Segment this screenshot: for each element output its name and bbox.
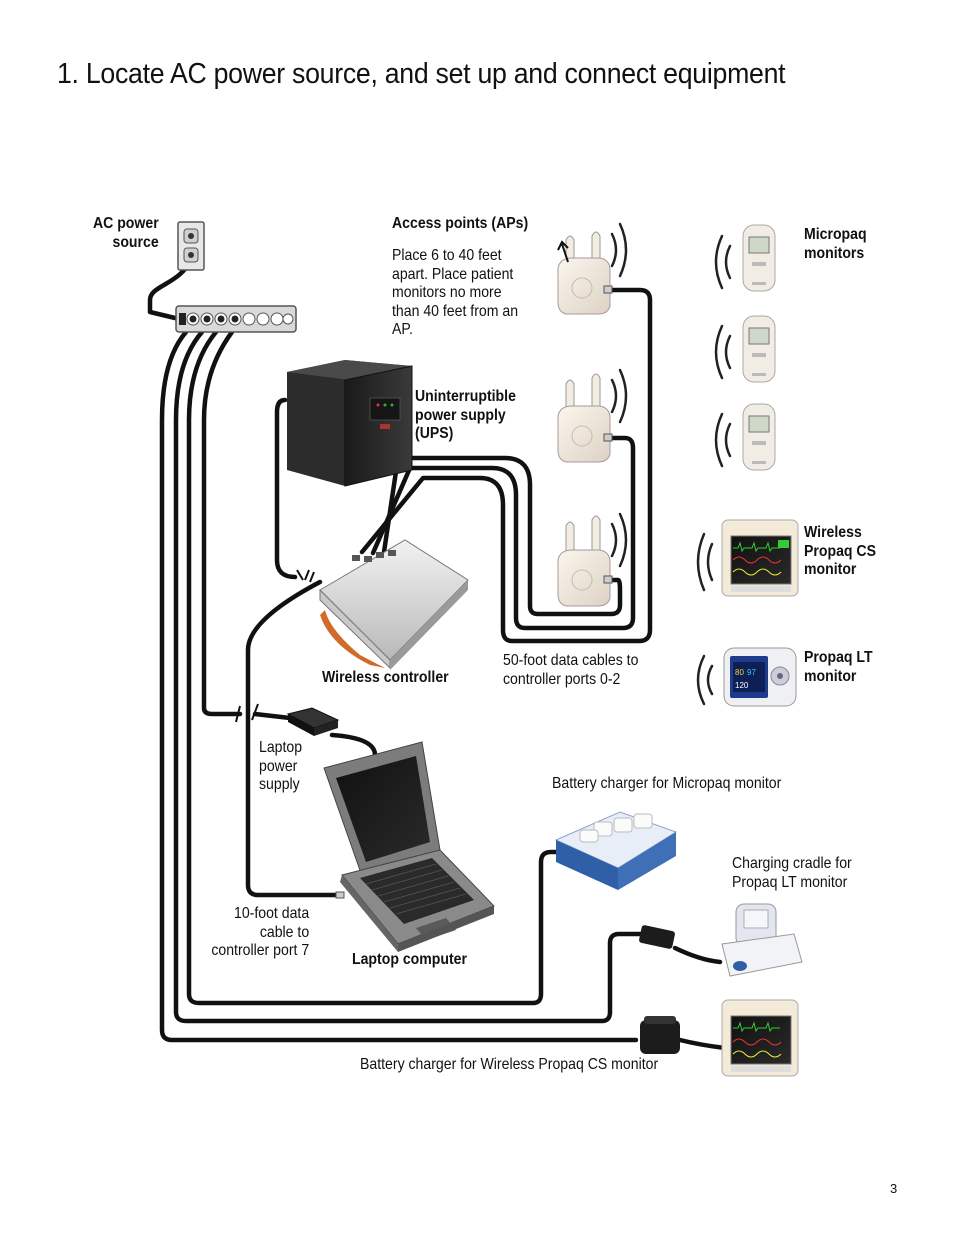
access-point-icon-3: [557, 515, 613, 607]
monitor-signal-waves: [696, 234, 732, 706]
wall-outlet-icon: [177, 221, 205, 271]
wireless-propaq-cs-icon: [721, 519, 799, 597]
ap-signal-waves: [610, 222, 628, 568]
micropaq-monitor-icon-3: [742, 403, 776, 471]
laptop-power-supply-icon: [286, 707, 340, 736]
access-point-icon-2: [557, 373, 613, 463]
cable-break-marks: [235, 569, 315, 723]
cable-ap2: [370, 435, 636, 631]
access-points-heading: Access points (APs): [392, 215, 529, 232]
cable-strip-cradle: [173, 329, 648, 1024]
charging-cradle-icon: [639, 903, 803, 977]
page-number: 3: [890, 1181, 898, 1196]
access-points-note: Place 6 to 40 feet apart. Place patient …: [392, 247, 519, 338]
cable-cradle-adapter: [672, 945, 723, 965]
propaq-cs-monitor-charging-icon: [721, 999, 799, 1077]
svg-text:80: 80: [735, 668, 744, 677]
micropaq-monitor-icon-2: [742, 315, 776, 383]
wireless-controller-label: Wireless controller: [322, 669, 449, 686]
svg-text:120: 120: [735, 681, 749, 690]
cable-ap3: [381, 455, 623, 617]
cable-laptop-power: [252, 711, 293, 721]
cables: [147, 255, 728, 1051]
cable-controller-laptop: [245, 579, 341, 898]
laptop-computer-icon: [323, 741, 495, 952]
laptop-computer-label: Laptop computer: [352, 951, 467, 968]
wireless-controller-icon: [319, 539, 469, 670]
propaq-cs-battery-charger-icon: [640, 1016, 680, 1054]
access-point-icon-1: [557, 231, 613, 315]
page-title: 1. Locate AC power source, and set up an…: [57, 58, 786, 90]
propaq-cs-charger-label: Battery charger for Wireless Propaq CS m…: [360, 1056, 659, 1073]
cable-ap1: [359, 287, 653, 644]
micropaq-monitor-icon-1: [742, 224, 776, 292]
cable-strip-micropaq-charger: [186, 329, 563, 1006]
micropaq-charger-label: Battery charger for Micropaq monitor: [552, 775, 782, 792]
ups-icon: [287, 360, 413, 487]
power-strip-icon: [175, 305, 297, 333]
svg-text:97: 97: [747, 668, 756, 677]
propaq-lt-icon: 80 97 120: [723, 647, 797, 707]
cable-strip-laptop-power: [201, 329, 243, 717]
cable-ups-controller: [274, 397, 298, 580]
micropaq-battery-charger-icon: [554, 811, 678, 890]
cable-strip-propaq-cs: [159, 329, 639, 1043]
cable-cs-charger: [677, 1037, 728, 1051]
